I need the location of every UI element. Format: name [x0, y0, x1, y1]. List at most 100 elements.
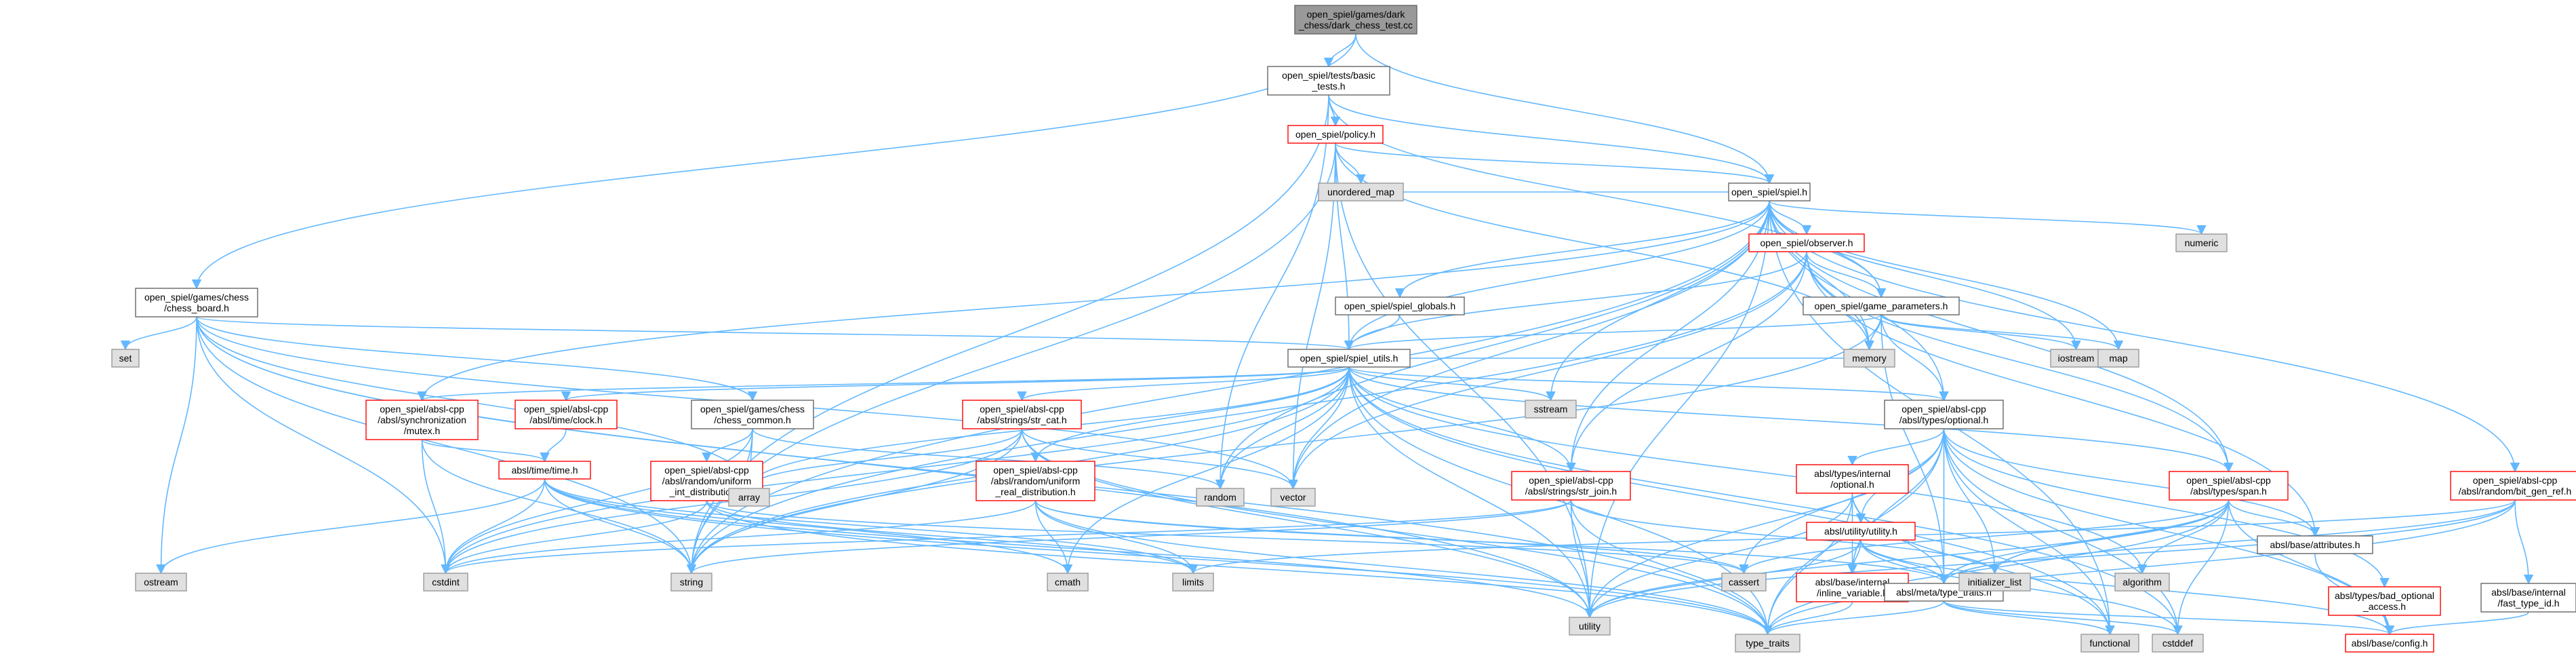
edge-chess-common-to-cstdint: [441, 428, 753, 575]
node-time[interactable]: absl/time/time.h: [498, 461, 591, 480]
node-policy[interactable]: open_spiel/policy.h: [1287, 125, 1384, 144]
node-box: [1721, 573, 1767, 592]
node-cmath[interactable]: cmath: [1047, 573, 1089, 592]
edge-span-to-cassert: [1739, 499, 2230, 575]
node-spiel[interactable]: open_spiel/spiel.h: [1728, 182, 1811, 201]
edge-uniform-int-to-cstdint: [441, 500, 708, 575]
node-limits[interactable]: limits: [1172, 573, 1214, 592]
node-label: cassert: [1729, 577, 1759, 587]
edge-sync-mutex-to-cstdint: [421, 439, 451, 575]
node-box: [1748, 233, 1865, 252]
node-uniform-real[interactable]: open_spiel/absl-cpp/absl/random/uniform_…: [975, 461, 1095, 501]
node-label: open_spiel/game_parameters.h: [1815, 301, 1948, 311]
edge-str-cat-to-string: [686, 428, 1023, 575]
edge-str-join-to-type-traits: [1570, 499, 1773, 636]
node-box: [1884, 400, 2004, 429]
node-box: [1287, 349, 1411, 368]
edge-root-to-basic-tests: [1323, 33, 1356, 68]
node-iostream[interactable]: iostream: [2050, 349, 2102, 368]
edge-game-parameters-to-optional: [1880, 314, 1949, 402]
node-set[interactable]: set: [111, 349, 140, 368]
node-string[interactable]: string: [670, 573, 712, 592]
node-label: numeric: [2185, 237, 2219, 248]
node-unordered-map[interactable]: unordered_map: [1318, 182, 1404, 201]
edge-str-join-to-initializer-list: [1570, 499, 2000, 575]
node-str-cat[interactable]: open_spiel/absl-cpp/absl/strings/str_cat…: [962, 400, 1082, 429]
node-utility-h[interactable]: absl/utility/utility.h: [1806, 522, 1916, 541]
node-label: /absl/strings/str_join.h: [1525, 486, 1617, 497]
edge-observer-to-string: [686, 251, 1807, 575]
edge-observer-to-str-join: [1566, 251, 1807, 473]
node-label: open_spiel/games/dark: [1307, 9, 1406, 20]
edge-game-parameters-to-map: [1880, 314, 2124, 351]
edge-time-to-cmath: [544, 478, 1073, 575]
edge-span-to-type-traits: [1763, 499, 2230, 636]
edge-uniform-int-to-limits: [706, 500, 1199, 575]
edge-bit-gen-ref-to-fast-type-id: [2514, 499, 2534, 585]
edge-spiel-to-random: [1215, 200, 1770, 490]
node-spiel-utils[interactable]: open_spiel/spiel_utils.h: [1287, 349, 1411, 368]
node-map[interactable]: map: [2097, 349, 2139, 368]
node-random[interactable]: random: [1196, 488, 1245, 507]
node-game-parameters[interactable]: open_spiel/game_parameters.h: [1803, 296, 1960, 315]
edge-spiel-to-span: [1769, 200, 2234, 473]
node-label: _access.h: [2362, 601, 2406, 612]
node-fast-type-id[interactable]: absl/base/internal/fast_type_id.h: [2480, 583, 2576, 613]
node-bit-gen-ref[interactable]: open_spiel/absl-cpp/absl/random/bit_gen_…: [2450, 471, 2576, 501]
node-layer: open_spiel/games/dark_chess/dark_chess_t…: [111, 5, 2576, 653]
node-bad-optional[interactable]: absl/types/bad_optional_access.h: [2328, 586, 2441, 616]
node-label: open_spiel/games/chess: [144, 292, 249, 303]
node-root[interactable]: open_spiel/games/dark_chess/dark_chess_t…: [1294, 5, 1417, 35]
node-label: open_spiel/spiel_globals.h: [1344, 301, 1455, 311]
node-label: /absl/random/uniform: [991, 476, 1081, 486]
node-ostream[interactable]: ostream: [135, 573, 187, 592]
node-internal-optional[interactable]: absl/types/internal/optional.h: [1796, 464, 1909, 494]
edge-spiel-to-spiel-globals: [1394, 200, 1770, 298]
node-box: [2080, 634, 2139, 653]
node-label: /absl/types/optional.h: [1899, 414, 1989, 425]
node-box: [1267, 66, 1390, 96]
node-box: [111, 349, 140, 368]
node-algorithm[interactable]: algorithm: [2114, 573, 2170, 592]
node-numeric[interactable]: numeric: [2175, 233, 2228, 252]
node-label: open_spiel/absl-cpp: [524, 404, 609, 414]
edge-time-to-ostream: [156, 478, 546, 575]
edge-optional-to-attributes: [1943, 428, 2320, 537]
node-str-join[interactable]: open_spiel/absl-cpp/absl/strings/str_joi…: [1511, 471, 1631, 501]
node-box: [2328, 586, 2441, 616]
node-utility[interactable]: utility: [1569, 617, 1611, 636]
edge-spiel-utils-to-sync-mutex: [418, 366, 1350, 402]
node-spiel-globals[interactable]: open_spiel/spiel_globals.h: [1335, 296, 1465, 315]
node-observer[interactable]: open_spiel/observer.h: [1748, 233, 1865, 252]
node-chess-board[interactable]: open_spiel/games/chess/chess_board.h: [135, 288, 258, 317]
node-sync-mutex[interactable]: open_spiel/absl-cpp/absl/synchronization…: [365, 400, 479, 440]
node-box: [1958, 573, 2031, 592]
edge-span-to-cstddef: [2173, 499, 2230, 636]
node-initializer-list[interactable]: initializer_list: [1958, 573, 2031, 592]
edge-layer: [120, 33, 2534, 636]
node-array[interactable]: array: [728, 488, 770, 507]
node-chess-common[interactable]: open_spiel/games/chess/chess_common.h: [691, 400, 814, 429]
node-config[interactable]: absl/base/config.h: [2345, 634, 2434, 653]
node-cstdint[interactable]: cstdint: [423, 573, 468, 592]
node-sstream[interactable]: sstream: [1525, 400, 1577, 419]
node-attributes[interactable]: absl/base/attributes.h: [2257, 535, 2373, 554]
node-type-traits[interactable]: type_traits: [1735, 634, 1800, 653]
node-label: iostream: [2058, 353, 2095, 364]
node-basic-tests[interactable]: open_spiel/tests/basic_tests.h: [1267, 66, 1390, 96]
node-uniform-int[interactable]: open_spiel/absl-cpp/absl/random/uniform_…: [650, 461, 763, 501]
node-label: open_spiel/absl-cpp: [1901, 404, 1986, 414]
edge-spiel-utils-to-optional: [1348, 366, 1949, 402]
node-functional[interactable]: functional: [2080, 634, 2139, 653]
node-clock[interactable]: open_spiel/absl-cpp/absl/time/clock.h: [515, 400, 618, 429]
node-vector[interactable]: vector: [1270, 488, 1316, 507]
node-optional[interactable]: open_spiel/absl-cpp/absl/types/optional.…: [1884, 400, 2004, 429]
edge-policy-to-unordered-map: [1335, 142, 1366, 185]
node-cassert[interactable]: cassert: [1721, 573, 1767, 592]
node-label: utility: [1579, 621, 1601, 632]
node-memory[interactable]: memory: [1843, 349, 1895, 368]
node-label: initializer_list: [1968, 577, 2021, 587]
edge-spiel-utils-to-sstream: [1348, 366, 1556, 402]
node-cstddef[interactable]: cstddef: [2152, 634, 2204, 653]
node-span[interactable]: open_spiel/absl-cpp/absl/types/span.h: [2169, 471, 2289, 501]
